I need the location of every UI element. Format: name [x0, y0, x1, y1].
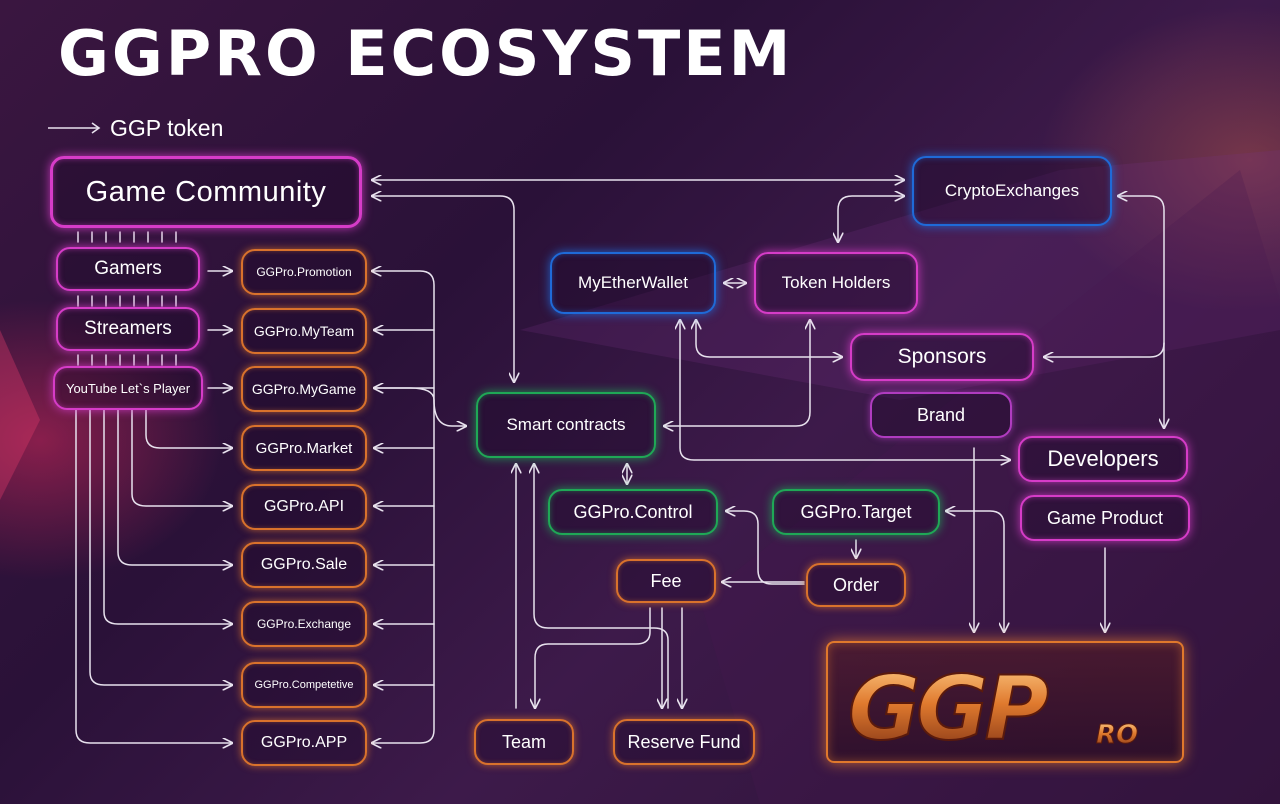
node-reserve-fund: Reserve Fund: [613, 719, 755, 765]
logo-subtext: RO: [1096, 720, 1138, 750]
node-brand: Brand: [870, 392, 1012, 438]
node-ggpro-competetive: GGPro.Competetive: [241, 662, 367, 708]
logo-text: GGP: [848, 657, 1048, 760]
node-ggpro-exchange: GGPro.Exchange: [241, 601, 367, 647]
node-token-holders: Token Holders: [754, 252, 918, 314]
node-order: Order: [806, 563, 906, 607]
node-fee: Fee: [616, 559, 716, 603]
node-smart-contracts: Smart contracts: [476, 392, 656, 458]
node-sponsors: Sponsors: [850, 333, 1034, 381]
legend-label: GGP token: [110, 114, 224, 141]
node-developers: Developers: [1018, 436, 1188, 482]
node-ggpro-mygame: GGPro.MyGame: [241, 366, 367, 412]
legend: GGP token: [48, 114, 223, 142]
node-ggpro-control: GGPro.Control: [548, 489, 718, 535]
page-title: GGPRO ECOSYSTEM: [58, 17, 794, 90]
node-team: Team: [474, 719, 574, 765]
legend-arrow-icon: [48, 122, 101, 134]
ggpro-logo: GGP RO: [826, 641, 1184, 763]
node-ggpro-app: GGPro.APP: [241, 720, 367, 766]
node-youtube-lets-player: YouTube Let`s Player: [53, 366, 203, 410]
ggpro-logo-mark: GGP RO: [847, 656, 1139, 761]
node-ggpro-market: GGPro.Market: [241, 425, 367, 471]
node-ggpro-myteam: GGPro.MyTeam: [241, 308, 367, 354]
node-game-community: Game Community: [50, 156, 362, 228]
node-myetherwallet: MyEtherWallet: [550, 252, 716, 314]
node-streamers: Streamers: [56, 307, 200, 351]
node-game-product: Game Product: [1020, 495, 1190, 541]
node-ggpro-promotion: GGPro.Promotion: [241, 249, 367, 295]
node-crypto-exchanges: CryptoExchanges: [912, 156, 1112, 226]
node-gamers: Gamers: [56, 247, 200, 291]
node-ggpro-sale: GGPro.Sale: [241, 542, 367, 588]
node-ggpro-api: GGPro.API: [241, 484, 367, 530]
node-ggpro-target: GGPro.Target: [772, 489, 940, 535]
